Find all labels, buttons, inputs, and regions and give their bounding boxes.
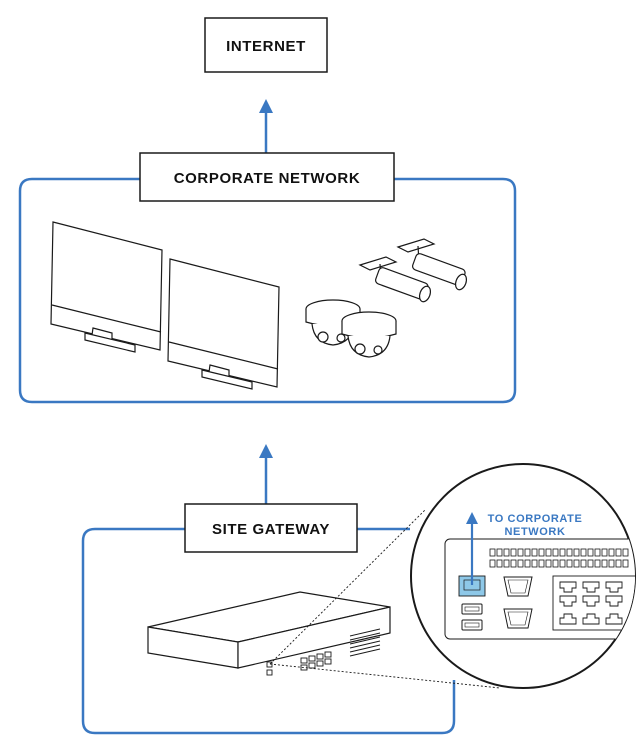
site-gateway-label: SITE GATEWAY — [212, 521, 330, 538]
to-corporate-label-line1: TO CORPORATE — [488, 513, 583, 525]
internet-node: INTERNET — [204, 17, 328, 73]
internet-label: INTERNET — [226, 38, 306, 55]
ethernet-port-grid — [552, 575, 635, 631]
arrow-up-icon — [259, 99, 273, 113]
port-row — [489, 548, 629, 568]
corporate-network-container: CORPORATE NETWORK — [18, 152, 517, 404]
monitor-icon — [167, 258, 280, 390]
to-corporate-label-line2: NETWORK — [504, 526, 565, 538]
bullet-camera-icon — [396, 238, 468, 291]
vent-icon — [349, 628, 381, 657]
arrow-up-icon — [466, 512, 478, 524]
site-gateway-container: SITE GATEWAY — [81, 503, 456, 735]
dome-camera-icon — [305, 299, 361, 346]
bullet-camera-icon — [358, 256, 432, 303]
zoom-guide-lines — [269, 509, 501, 689]
corporate-network-label: CORPORATE NETWORK — [174, 170, 361, 187]
port-detail-zoom: TO CORPORATE NETWORK — [410, 463, 636, 689]
corporate-network-label-box — [139, 152, 395, 202]
monitor-icon — [50, 221, 163, 353]
gateway-appliance-icon — [147, 591, 391, 676]
site-gateway-label-box — [184, 503, 358, 553]
connectors — [259, 99, 273, 504]
arrow-up-icon — [259, 444, 273, 458]
dome-camera-icon — [341, 311, 397, 358]
